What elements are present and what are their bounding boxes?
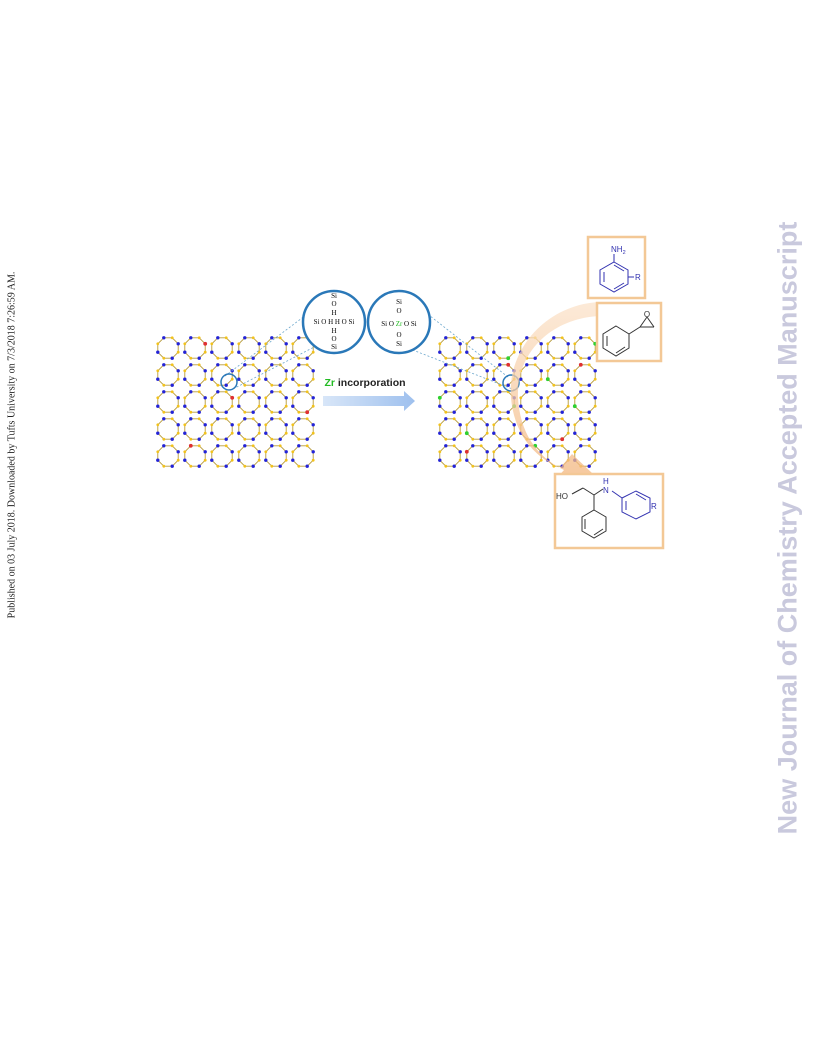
zr-o1: O [396, 307, 401, 315]
zoom-guides-right [399, 311, 516, 391]
incorporation-arrow: Zr incorporation [323, 377, 415, 411]
zl-o2: O [331, 335, 336, 343]
silanol-nest-zoom: Si O H Si O H H O Si H O Si [301, 289, 367, 355]
zr-mid: Si O Zr O Si [381, 320, 416, 328]
epoxide-oxygen: O [644, 310, 650, 319]
product-nh-n: N [603, 486, 609, 495]
zl-h2: H [331, 327, 336, 335]
zr-mid-right: O Si [402, 320, 416, 328]
zoom-guides-left [224, 311, 321, 390]
product-aryl-ring [611, 490, 651, 520]
product-nh-h: H [603, 477, 609, 486]
zr-top: Si [396, 298, 402, 306]
zr-mid-left: Si O [381, 320, 395, 328]
styrene-oxide [602, 316, 655, 357]
defect-site-marker [220, 373, 238, 391]
curved-reaction-arrow [510, 302, 600, 479]
zl-mid: Si O H H O Si [314, 318, 355, 326]
zl-o1: O [331, 300, 336, 308]
product-r-group: R [651, 502, 657, 511]
product-hydroxyl: HO [556, 492, 568, 501]
zeolite-framework-zr [437, 336, 598, 468]
epoxide-reactant-box: O [595, 301, 663, 363]
zl-top: Si [331, 292, 337, 300]
product-skeleton [571, 487, 607, 539]
zeolite-framework-left [156, 336, 315, 468]
amine-group: NH2 [611, 245, 626, 256]
incorporation-label: Zr incorporation [324, 377, 405, 389]
amino-alcohol-product-box: HO H N R [553, 472, 665, 550]
zl-bottom: Si [331, 343, 337, 351]
zr-site-zoom: Si O Si O Zr O Si O Si [366, 289, 432, 355]
label-rest: incorporation [335, 377, 406, 389]
aniline-ring [599, 254, 634, 293]
zr-metal: Zr [396, 320, 403, 328]
zr-bottom: Si [396, 340, 402, 348]
amine-r-group: R [635, 273, 641, 282]
zr-o2: O [396, 331, 401, 339]
amine-reactant-box: NH2 R [586, 235, 647, 300]
zl-h1: H [331, 309, 336, 317]
label-element: Zr [324, 377, 335, 389]
